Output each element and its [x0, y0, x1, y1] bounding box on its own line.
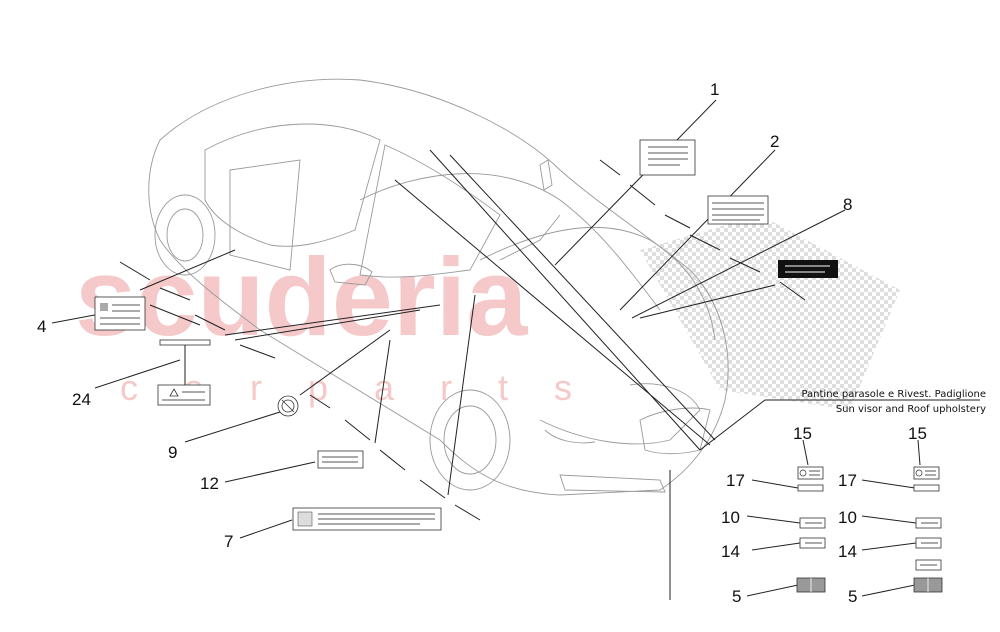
label-4: [94, 296, 146, 331]
callout-1: 1: [710, 80, 719, 99]
callout-numbers: 1 2 8 4 24 9 12 7 15 17 10 14 5 15 17 10…: [37, 80, 927, 606]
callout-10-right: 10: [838, 508, 857, 527]
callout-10-left: 10: [721, 508, 740, 527]
callout-14-left: 14: [721, 542, 740, 561]
callout-2: 2: [770, 132, 779, 151]
callout-7: 7: [224, 532, 233, 551]
watermark: scuderia c a r p a r t s: [75, 215, 900, 410]
callout-12: 12: [200, 474, 219, 493]
section-caption: Pantine parasole e Rivest. Padiglione Su…: [801, 389, 986, 415]
callout-17-right: 17: [838, 471, 857, 490]
label-8: [778, 260, 838, 278]
sun-visor-labels-left: [796, 466, 826, 593]
checker-flag-watermark: [640, 215, 900, 410]
label-7: [292, 507, 442, 531]
callout-5-right: 5: [848, 587, 857, 606]
label-9: [277, 395, 299, 417]
callout-9: 9: [168, 443, 177, 462]
label-1: [639, 139, 696, 176]
callout-5-left: 5: [732, 587, 741, 606]
leader-lines: [51, 99, 980, 600]
sun-visor-labels-right: [913, 466, 943, 593]
callout-14-right: 14: [838, 542, 857, 561]
watermark-brand: scuderia: [75, 236, 528, 359]
callout-17-left: 17: [726, 471, 745, 490]
callout-4: 4: [37, 317, 46, 336]
label-2: [707, 195, 769, 225]
car-illustration: [148, 78, 729, 496]
callout-8: 8: [843, 195, 852, 214]
label-24: [157, 339, 211, 406]
caption-english: Sun visor and Roof upholstery: [836, 404, 986, 415]
caption-italian: Pantine parasole e Rivest. Padiglione: [801, 389, 986, 400]
callout-15-left: 15: [793, 424, 812, 443]
label-12: [317, 450, 364, 469]
callout-15-right: 15: [908, 424, 927, 443]
callout-24: 24: [72, 390, 91, 409]
